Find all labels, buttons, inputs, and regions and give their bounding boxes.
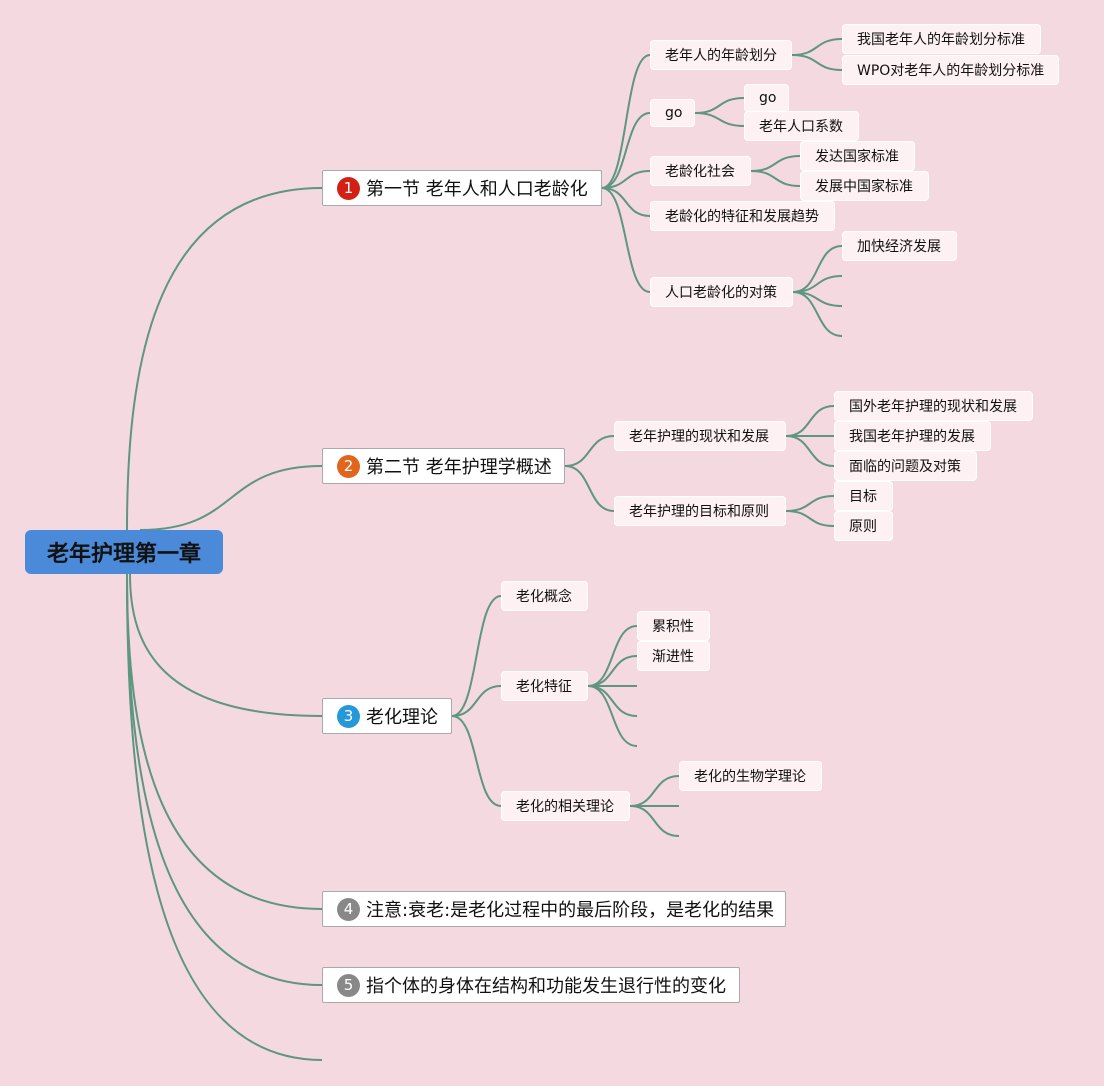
- connector-line: [785, 435, 835, 467]
- connector-line: [451, 685, 502, 717]
- leaf-1-2-2[interactable]: 老年人口系数: [744, 111, 859, 141]
- connector-line: [601, 187, 651, 217]
- subtopic-2-1[interactable]: 老年护理的现状和发展: [614, 421, 786, 451]
- number-badge-3: 3: [337, 704, 360, 728]
- leaf-2-1-3[interactable]: 面临的问题及对策: [834, 451, 977, 481]
- connector-line: [694, 112, 745, 127]
- connector-line: [587, 625, 638, 687]
- connector-line: [601, 187, 651, 293]
- subtopic-1-3[interactable]: 老龄化社会: [650, 156, 751, 186]
- leaf-2-2-1[interactable]: 目标: [834, 481, 893, 511]
- leaf-1-3-1[interactable]: 发达国家标准: [800, 141, 915, 171]
- subtopic-1-5[interactable]: 人口老龄化的对策: [650, 277, 793, 307]
- number-badge-4: 4: [337, 897, 360, 921]
- connector-line: [564, 465, 615, 512]
- connector-line: [750, 170, 801, 187]
- topic-5[interactable]: 5 指个体的身体在结构和功能发生退行性的变化: [322, 967, 740, 1003]
- connector-line: [564, 435, 615, 467]
- connector-line: [792, 245, 843, 293]
- connector-line: [791, 38, 843, 56]
- connector-line: [126, 573, 323, 986]
- connector-line: [601, 54, 651, 189]
- number-badge-5: 5: [337, 973, 360, 997]
- subtopic-3-1[interactable]: 老化概念: [501, 581, 588, 611]
- topic-2-title: 第二节 老年护理学概述: [366, 457, 552, 478]
- subtopic-1-4[interactable]: 老龄化的特征和发展趋势: [650, 201, 835, 231]
- connector-line: [601, 112, 651, 189]
- connector-line: [126, 573, 323, 910]
- connector-line: [126, 187, 323, 531]
- leaf-2-1-2[interactable]: 我国老年护理的发展: [834, 421, 991, 451]
- connector-line: [451, 715, 502, 807]
- connector-line: [587, 655, 638, 687]
- topic-4[interactable]: 4 注意:衰老:是老化过程中的最后阶段，是老化的结果: [322, 891, 786, 927]
- subtopic-1-1[interactable]: 老年人的年龄划分: [650, 40, 792, 70]
- connector-line: [629, 775, 680, 807]
- topic-4-title: 注意:衰老:是老化过程中的最后阶段，是老化的结果: [366, 900, 775, 921]
- connector-line: [587, 685, 638, 717]
- number-badge-1: 1: [337, 176, 360, 200]
- connector-line: [785, 510, 835, 527]
- root-title: 老年护理第一章: [46, 542, 201, 567]
- topic-2[interactable]: 2 第二节 老年护理学概述: [322, 448, 565, 484]
- connector-line: [785, 405, 835, 437]
- connector-line: [601, 170, 651, 189]
- leaf-3-3-1[interactable]: 老化的生物学理论: [679, 761, 822, 791]
- leaf-1-1-2[interactable]: WPO对老年人的年龄划分标准: [842, 55, 1059, 85]
- subtopic-1-2[interactable]: go: [650, 99, 695, 127]
- subtopic-3-2[interactable]: 老化特征: [501, 671, 588, 701]
- topic-3-title: 老化理论: [366, 707, 438, 728]
- connector-line: [451, 595, 502, 717]
- connector-line: [587, 685, 638, 747]
- leaf-2-2-2[interactable]: 原则: [834, 511, 893, 541]
- topic-5-title: 指个体的身体在结构和功能发生退行性的变化: [366, 976, 726, 997]
- subtopic-2-2[interactable]: 老年护理的目标和原则: [614, 496, 786, 526]
- leaf-3-2-1[interactable]: 累积性: [637, 611, 710, 641]
- leaf-3-2-2[interactable]: 渐进性: [637, 641, 710, 671]
- topic-3[interactable]: 3 老化理论: [322, 698, 452, 734]
- connector-line: [694, 97, 745, 114]
- connector-line: [792, 291, 843, 337]
- connector-line: [129, 573, 323, 717]
- topic-1[interactable]: 1 第一节 老年人和人口老龄化: [322, 170, 602, 206]
- number-badge-2: 2: [337, 454, 360, 478]
- connector-line: [126, 573, 323, 1061]
- subtopic-3-3[interactable]: 老化的相关理论: [501, 791, 630, 821]
- root-topic[interactable]: 老年护理第一章: [25, 530, 223, 574]
- leaf-1-5-1[interactable]: 加快经济发展: [842, 231, 957, 261]
- leaf-2-1-1[interactable]: 国外老年护理的现状和发展: [834, 391, 1033, 421]
- connector-line: [750, 155, 801, 172]
- connector-line: [629, 805, 680, 837]
- leaf-1-3-2[interactable]: 发展中国家标准: [800, 171, 929, 201]
- connector-line: [791, 54, 843, 71]
- connector-line: [139, 465, 323, 531]
- connector-line: [785, 495, 835, 512]
- topic-1-title: 第一节 老年人和人口老龄化: [366, 179, 588, 200]
- leaf-1-2-1[interactable]: go: [744, 84, 789, 112]
- leaf-1-1-1[interactable]: 我国老年人的年龄划分标准: [842, 24, 1041, 54]
